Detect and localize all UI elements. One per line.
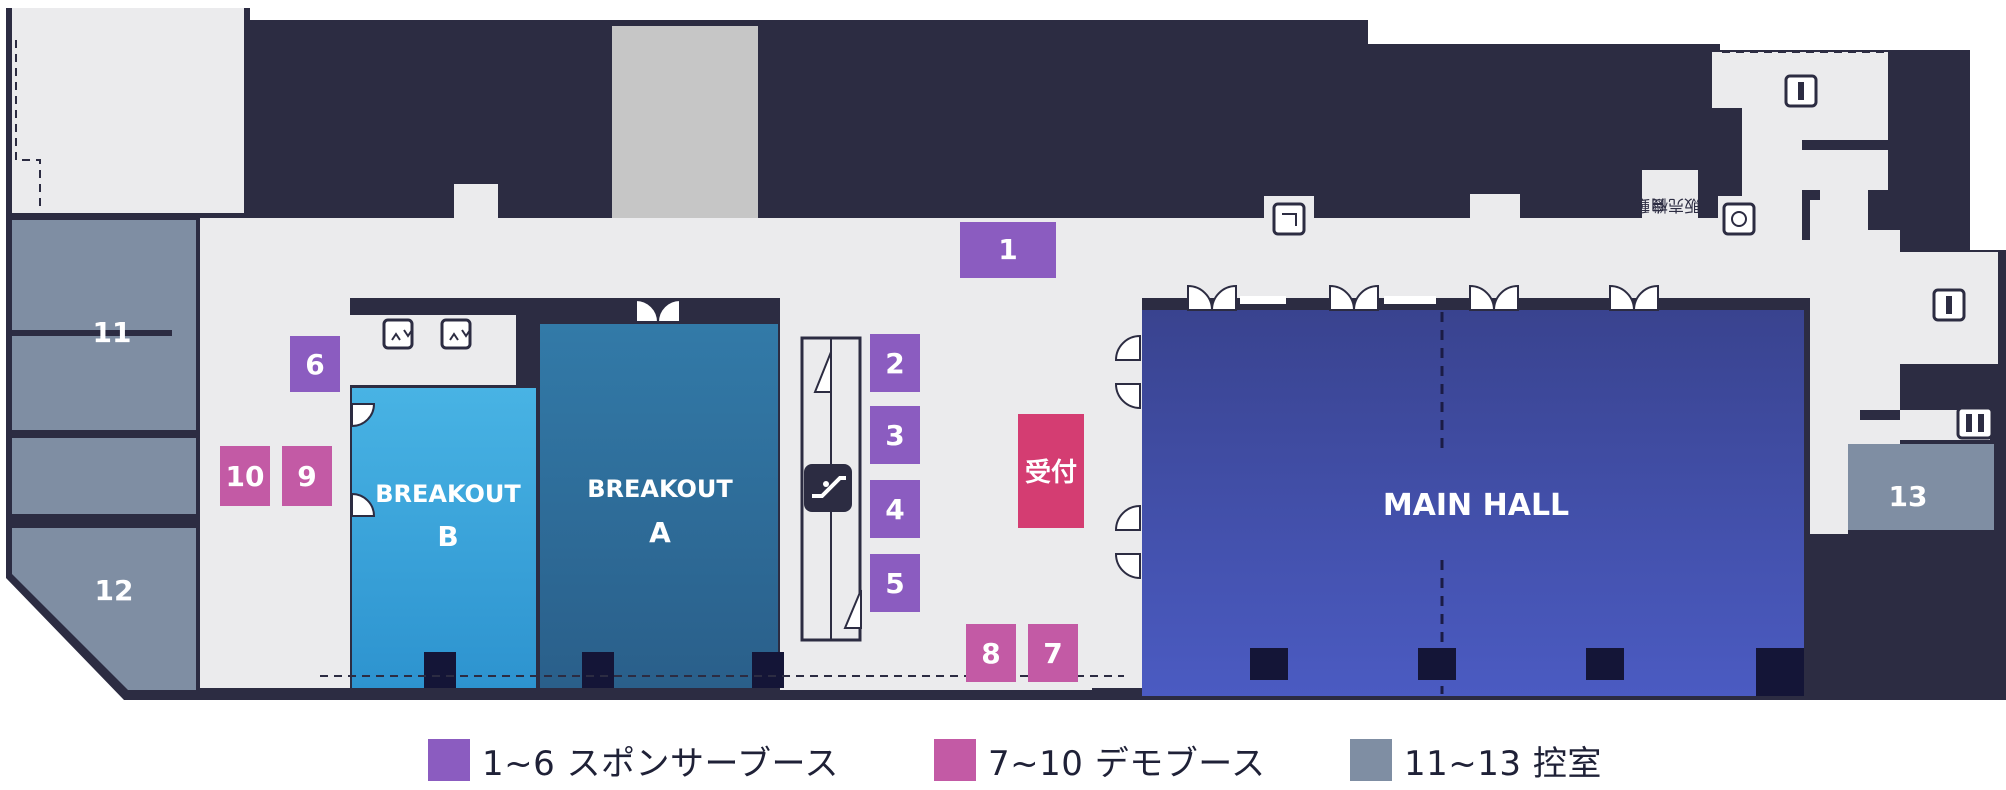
floor-plan-map: 1 2 3 4 5 6 7 8 9 10 11 12 13 受付 MAIN HA…	[6, 8, 2006, 700]
legend-label-sponsor: 1~6 スポンサーブース	[482, 743, 839, 784]
escalator	[800, 336, 862, 642]
booth-10-label: 10	[226, 460, 265, 493]
booth-labels: 1 2 3 4 5 6 7 8 9 10 11 12 13 受付	[93, 233, 1928, 670]
booth-2	[870, 334, 920, 392]
breakout-b-room	[352, 388, 536, 688]
booth-8-label: 8	[981, 637, 1000, 670]
breakout-b-label-line1: BREAKOUT	[375, 480, 521, 508]
breakout-b-label-line2: B	[437, 520, 458, 553]
main-hall-room	[1142, 310, 1804, 696]
reception-label: 受付	[1025, 457, 1077, 488]
vending-machine-label-1: 自動	[1634, 196, 1666, 215]
legend-sponsor-booths: 1~6 スポンサーブース	[428, 738, 839, 784]
booth-3	[870, 406, 920, 464]
booth-5-label: 5	[885, 567, 904, 600]
legend-label-green-room: 11~13 控室	[1404, 743, 1602, 784]
booth-7	[1028, 624, 1078, 682]
booth-4	[870, 480, 920, 538]
vending-machine-label-2: 販売機	[1652, 196, 1700, 215]
smoking-area-icon	[1264, 196, 1314, 242]
green-rooms	[12, 220, 1994, 690]
booth-2-label: 2	[885, 347, 904, 380]
elevator-icon	[382, 318, 472, 350]
green-room-12-label: 12	[95, 574, 134, 607]
booth-9	[282, 446, 332, 506]
green-room-12	[12, 528, 196, 690]
legend-swatch-green-room	[1350, 739, 1392, 781]
booth-6-label: 6	[305, 348, 324, 381]
booth-5	[870, 554, 920, 612]
boundary-line	[15, 40, 1890, 677]
main-hall-label: MAIN HALL	[1383, 488, 1569, 523]
booth-3-label: 3	[885, 419, 904, 452]
legend-demo-booths: 7~10 デモブース	[934, 738, 1266, 784]
booth-10	[220, 446, 270, 506]
legend-swatch-sponsor	[428, 739, 470, 781]
demo-booths	[220, 446, 1078, 682]
breakout-a-label-line1: BREAKOUT	[587, 475, 733, 503]
booth-7-label: 7	[1043, 637, 1062, 670]
booth-1	[960, 222, 1056, 278]
accessible-restroom-icon	[1956, 406, 1994, 440]
storage-room-2	[612, 26, 758, 218]
booth-4-label: 4	[885, 493, 904, 526]
legend-label-demo: 7~10 デモブース	[988, 743, 1266, 784]
storage-room	[12, 8, 244, 213]
door-icon	[351, 284, 1659, 580]
telephone-icon	[1718, 196, 1756, 242]
breakout-a-label-line2: A	[649, 516, 671, 549]
green-room-11	[12, 220, 196, 430]
booth-1-label: 1	[998, 233, 1017, 266]
booth-9-label: 9	[297, 460, 316, 493]
breakout-a-room	[540, 324, 778, 688]
room-labels: MAIN HALL BREAKOUT A BREAKOUT B 自動 販売機	[375, 196, 1700, 553]
booth-6	[290, 336, 340, 392]
reception-desk	[1018, 414, 1084, 528]
legend-green-rooms: 11~13 控室	[1350, 738, 1602, 784]
green-room-11-label: 11	[93, 316, 132, 349]
booth-8	[966, 624, 1016, 682]
green-room-13-label: 13	[1889, 480, 1928, 513]
legend-swatch-demo	[934, 739, 976, 781]
sponsor-booths	[290, 222, 1056, 612]
stage-speakers	[424, 648, 1804, 696]
green-room-13	[1848, 444, 1994, 530]
restroom-icon	[1784, 74, 1966, 322]
